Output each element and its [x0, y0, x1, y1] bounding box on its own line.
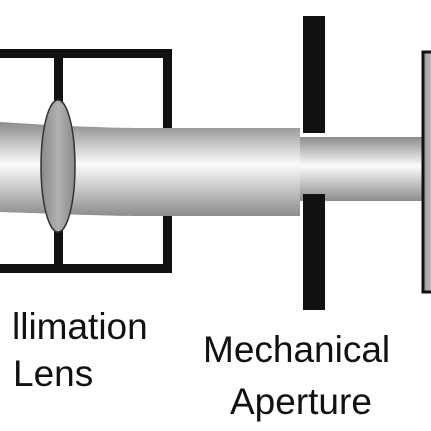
aperture-plate-bottom: [303, 194, 325, 310]
mechanical-aperture: [303, 16, 325, 310]
lens-label-line1: llimation: [12, 306, 148, 347]
aperture-label-line1: Mechanical: [203, 329, 390, 370]
lens-label-line2: Lens: [13, 353, 93, 394]
detector-plate: [421, 50, 431, 294]
aperture-label-line2: Aperture: [230, 381, 372, 422]
light-beam-transmitted: [300, 137, 431, 201]
light-beam: [0, 122, 300, 216]
aperture-plate-top: [303, 16, 325, 133]
collimation-lens: [40, 99, 76, 233]
